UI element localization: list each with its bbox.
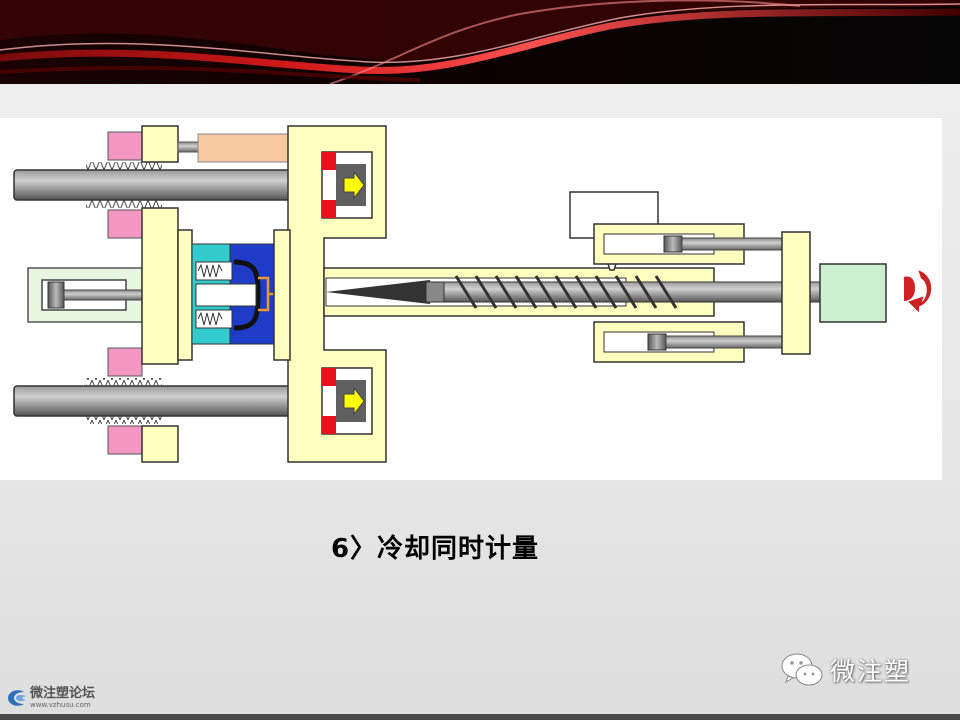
arrow-right-icon: [343, 170, 365, 200]
wechat-icon: [781, 653, 823, 686]
forum-name: 微注塑论坛: [30, 685, 96, 701]
clamp-unit-upper: [321, 151, 373, 219]
injection-cylinder-upper: [593, 223, 785, 265]
wechat-account-name: 微注塑: [830, 657, 912, 686]
wechat-watermark: 微注塑: [780, 650, 911, 690]
rotation-arrow-icon: [903, 270, 932, 313]
tie-bar-nut-bottom-upper: [107, 209, 143, 239]
tie-bar-nut-top-upper: [107, 131, 143, 161]
forum-logo: 微注塑论坛 www.vzhusu.com: [4, 686, 95, 710]
injection-machine-diagram: [0, 118, 942, 480]
mold: [191, 243, 275, 345]
moving-platen: [141, 207, 179, 365]
mold-open-cylinder: [177, 133, 291, 163]
forum-url: www.vzhusu.com: [30, 700, 91, 709]
ejector-cylinder: [27, 267, 145, 323]
slide-caption: 6〉冷却同时计量: [330, 534, 540, 564]
arrow-right-icon: [343, 386, 365, 416]
bottom-bar: [0, 714, 960, 720]
clamp-unit-lower: [321, 367, 373, 435]
forum-logo-icon: [8, 690, 26, 706]
injection-cylinder-lower: [593, 321, 785, 363]
screw: [425, 275, 825, 309]
tie-bar-nut-bottom-lower: [107, 425, 143, 455]
tie-bar-nut-top-lower: [107, 347, 143, 377]
injection-rear-plate: [781, 231, 811, 355]
screw-drive-motor: [819, 263, 887, 323]
header-banner: [0, 0, 960, 84]
